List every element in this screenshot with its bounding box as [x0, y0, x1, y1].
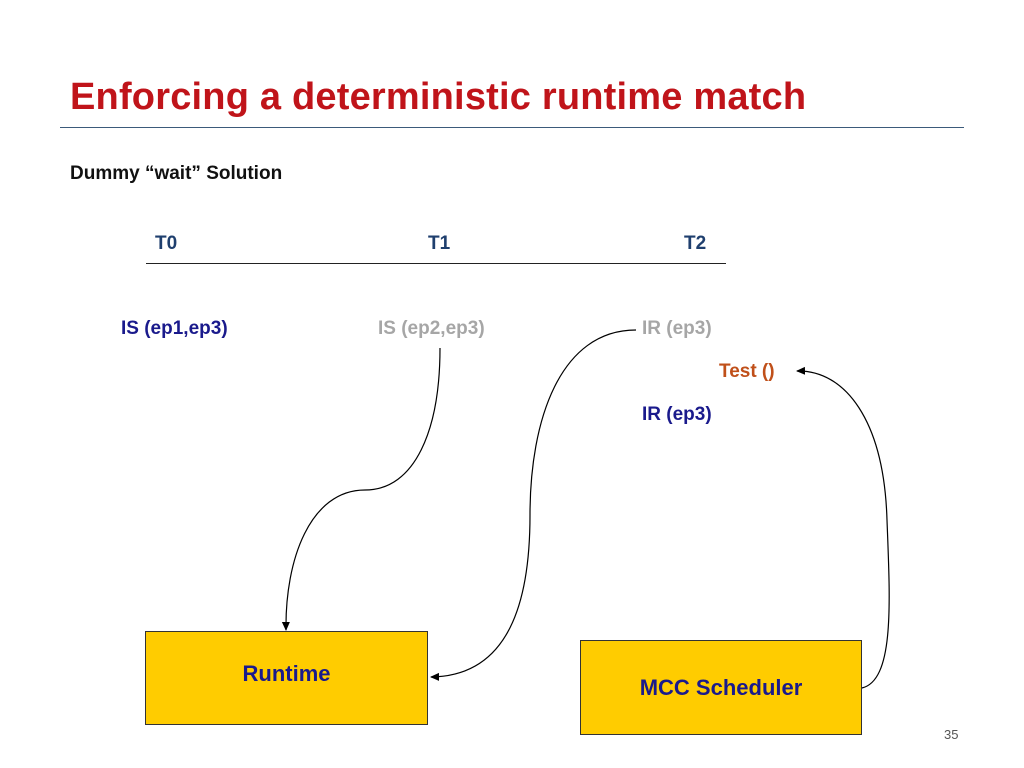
timeline-axis — [146, 263, 726, 264]
arrow-mcc-to-test — [796, 366, 890, 689]
mcc-scheduler-label: MCC Scheduler — [639, 674, 803, 700]
arrow-is-ep2-to-runtime — [281, 347, 441, 631]
runtime-box: Runtime — [145, 631, 428, 725]
timeline-tick-t0: T0 — [155, 233, 178, 254]
title-divider — [60, 127, 964, 128]
call-ir-ep3-second: IR (ep3) — [642, 404, 712, 425]
call-test: Test () — [719, 361, 775, 382]
page-number: 35 — [944, 727, 959, 742]
timeline-tick-t2: T2 — [684, 233, 707, 254]
call-is-ep1-ep3: IS (ep1,ep3) — [121, 318, 228, 339]
timeline-tick-t1: T1 — [428, 233, 451, 254]
slide-subtitle: Dummy “wait” Solution — [70, 163, 283, 184]
call-is-ep2-ep3: IS (ep2,ep3) — [378, 318, 485, 339]
slide-title: Enforcing a deterministic runtime match — [70, 76, 807, 118]
arrow-ir-ep3-to-runtime — [430, 329, 637, 681]
mcc-scheduler-box: MCC Scheduler — [580, 640, 862, 735]
call-ir-ep3-first: IR (ep3) — [642, 318, 712, 339]
runtime-label: Runtime — [242, 661, 331, 686]
